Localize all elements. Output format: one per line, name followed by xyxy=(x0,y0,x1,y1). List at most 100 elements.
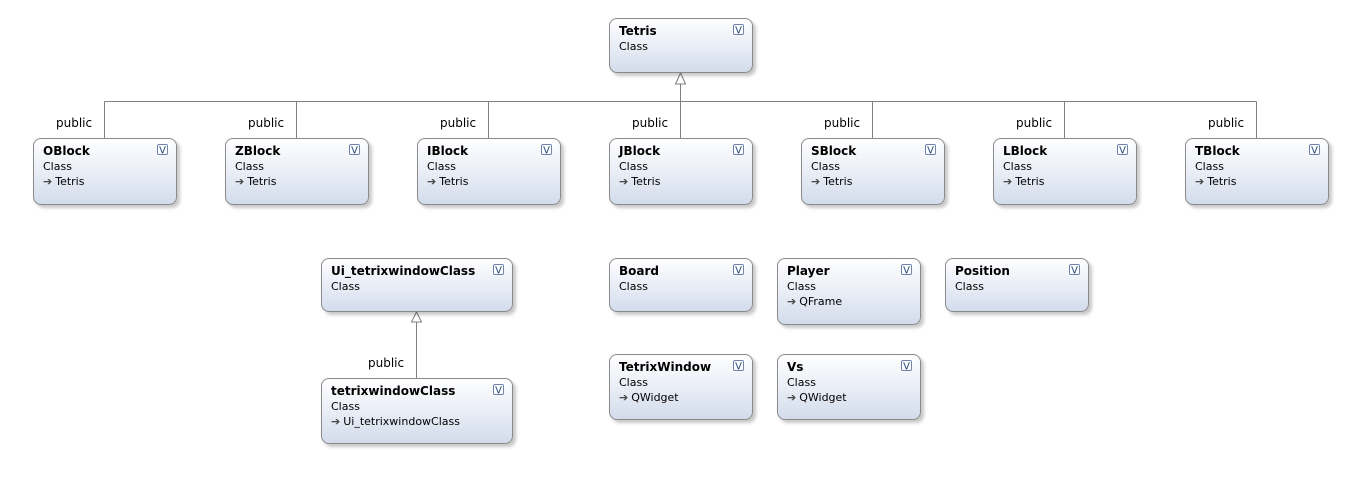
inheritance-label: public xyxy=(440,116,477,130)
collapse-toggle-icon[interactable]: ⋁ xyxy=(493,264,504,275)
base-class: ➔QFrame xyxy=(787,294,920,310)
class-kind: Class xyxy=(1195,160,1224,173)
base-class-name: Tetris xyxy=(55,175,85,188)
base-class: ➔Tetris xyxy=(43,174,176,190)
class-box-tetris[interactable]: Tetris Class ⋁ xyxy=(609,18,753,73)
class-name: Player xyxy=(787,264,830,278)
class-box-zblock[interactable]: ZBlock Class ➔Tetris ⋁ xyxy=(225,138,369,205)
base-class: ➔QWidget xyxy=(619,390,752,406)
class-name: tetrixwindowClass xyxy=(331,384,456,398)
class-kind: Class xyxy=(787,376,816,389)
class-box-oblock[interactable]: OBlock Class ➔Tetris ⋁ xyxy=(33,138,177,205)
class-box-tblock[interactable]: TBlock Class ➔Tetris ⋁ xyxy=(1185,138,1329,205)
base-class-name: QWidget xyxy=(799,391,847,404)
class-kind: Class xyxy=(811,160,840,173)
generalization-arrowhead-ui-tetrixwindowclass xyxy=(410,310,423,323)
class-box-position[interactable]: Position Class ⋁ xyxy=(945,258,1089,312)
base-class: ➔Tetris xyxy=(811,174,944,190)
class-name: Vs xyxy=(787,360,804,374)
base-class: ➔Tetris xyxy=(427,174,560,190)
inheritance-label: public xyxy=(56,116,93,130)
class-box-tetrixwindow[interactable]: TetrixWindow Class ➔QWidget ⋁ xyxy=(609,354,753,420)
collapse-toggle-icon[interactable]: ⋁ xyxy=(733,24,744,35)
inheritance-label: public xyxy=(1208,116,1245,130)
class-box-vs[interactable]: Vs Class ➔QWidget ⋁ xyxy=(777,354,921,420)
inheritance-label: public xyxy=(248,116,285,130)
collapse-toggle-icon[interactable]: ⋁ xyxy=(901,264,912,275)
class-kind: Class xyxy=(619,280,648,293)
collapse-toggle-icon[interactable]: ⋁ xyxy=(1069,264,1080,275)
base-class: ➔Ui_tetrixwindowClass xyxy=(331,414,512,430)
class-name: Position xyxy=(955,264,1010,278)
class-kind: Class xyxy=(331,280,360,293)
class-kind: Class xyxy=(331,400,360,413)
collapse-toggle-icon[interactable]: ⋁ xyxy=(925,144,936,155)
class-kind: Class xyxy=(235,160,264,173)
class-kind: Class xyxy=(787,280,816,293)
collapse-toggle-icon[interactable]: ⋁ xyxy=(901,360,912,371)
class-box-tetrixwindowclass[interactable]: tetrixwindowClass Class ➔Ui_tetrixwindow… xyxy=(321,378,513,444)
class-name: SBlock xyxy=(811,144,857,158)
base-class-name: Tetris xyxy=(1015,175,1045,188)
inheritance-arrow-icon: ➔ xyxy=(1003,175,1013,188)
class-name: IBlock xyxy=(427,144,469,158)
class-kind: Class xyxy=(427,160,456,173)
class-name: JBlock xyxy=(619,144,661,158)
base-class-name: Ui_tetrixwindowClass xyxy=(343,415,460,428)
base-class-name: Tetris xyxy=(439,175,469,188)
class-name: OBlock xyxy=(43,144,90,158)
inheritance-arrow-icon: ➔ xyxy=(619,391,629,404)
class-kind: Class xyxy=(43,160,72,173)
class-box-sblock[interactable]: SBlock Class ➔Tetris ⋁ xyxy=(801,138,945,205)
inheritance-arrow-icon: ➔ xyxy=(1195,175,1205,188)
class-name: TBlock xyxy=(1195,144,1240,158)
base-class-name: QFrame xyxy=(799,295,843,308)
inheritance-arrow-icon: ➔ xyxy=(43,175,53,188)
class-kind: Class xyxy=(619,40,648,53)
generalization-arrowhead-tetris xyxy=(674,71,687,85)
collapse-toggle-icon[interactable]: ⋁ xyxy=(349,144,360,155)
base-class: ➔Tetris xyxy=(1003,174,1136,190)
base-class-name: Tetris xyxy=(823,175,853,188)
base-class: ➔QWidget xyxy=(787,390,920,406)
collapse-toggle-icon[interactable]: ⋁ xyxy=(733,360,744,371)
collapse-toggle-icon[interactable]: ⋁ xyxy=(1117,144,1128,155)
class-box-jblock[interactable]: JBlock Class ➔Tetris ⋁ xyxy=(609,138,753,205)
class-box-player[interactable]: Player Class ➔QFrame ⋁ xyxy=(777,258,921,325)
class-name: Board xyxy=(619,264,659,278)
base-class-name: Tetris xyxy=(1207,175,1237,188)
class-box-ui-tetrixwindowclass[interactable]: Ui_tetrixwindowClass Class ⋁ xyxy=(321,258,513,312)
base-class-name: Tetris xyxy=(631,175,661,188)
class-box-iblock[interactable]: IBlock Class ➔Tetris ⋁ xyxy=(417,138,561,205)
base-class-name: QWidget xyxy=(631,391,679,404)
class-kind: Class xyxy=(1003,160,1032,173)
inheritance-label: public xyxy=(1016,116,1053,130)
collapse-toggle-icon[interactable]: ⋁ xyxy=(493,384,504,395)
collapse-toggle-icon[interactable]: ⋁ xyxy=(541,144,552,155)
class-box-board[interactable]: Board Class ⋁ xyxy=(609,258,753,312)
class-name: ZBlock xyxy=(235,144,281,158)
base-class: ➔Tetris xyxy=(619,174,752,190)
inheritance-label: public xyxy=(632,116,669,130)
inheritance-arrow-icon: ➔ xyxy=(427,175,437,188)
collapse-toggle-icon[interactable]: ⋁ xyxy=(733,144,744,155)
collapse-toggle-icon[interactable]: ⋁ xyxy=(1309,144,1320,155)
class-box-lblock[interactable]: LBlock Class ➔Tetris ⋁ xyxy=(993,138,1137,205)
base-class: ➔Tetris xyxy=(235,174,368,190)
base-class: ➔Tetris xyxy=(1195,174,1328,190)
collapse-toggle-icon[interactable]: ⋁ xyxy=(733,264,744,275)
inheritance-arrow-icon: ➔ xyxy=(235,175,245,188)
collapse-toggle-icon[interactable]: ⋁ xyxy=(157,144,168,155)
inheritance-label: public xyxy=(368,356,405,370)
inheritance-arrow-icon: ➔ xyxy=(787,391,797,404)
class-kind: Class xyxy=(619,160,648,173)
class-kind: Class xyxy=(619,376,648,389)
class-name: TetrixWindow xyxy=(619,360,712,374)
class-name: LBlock xyxy=(1003,144,1048,158)
inheritance-arrow-icon: ➔ xyxy=(331,415,341,428)
inheritance-label: public xyxy=(824,116,861,130)
inheritance-arrow-icon: ➔ xyxy=(811,175,821,188)
base-class-name: Tetris xyxy=(247,175,277,188)
class-name: Tetris xyxy=(619,24,657,38)
